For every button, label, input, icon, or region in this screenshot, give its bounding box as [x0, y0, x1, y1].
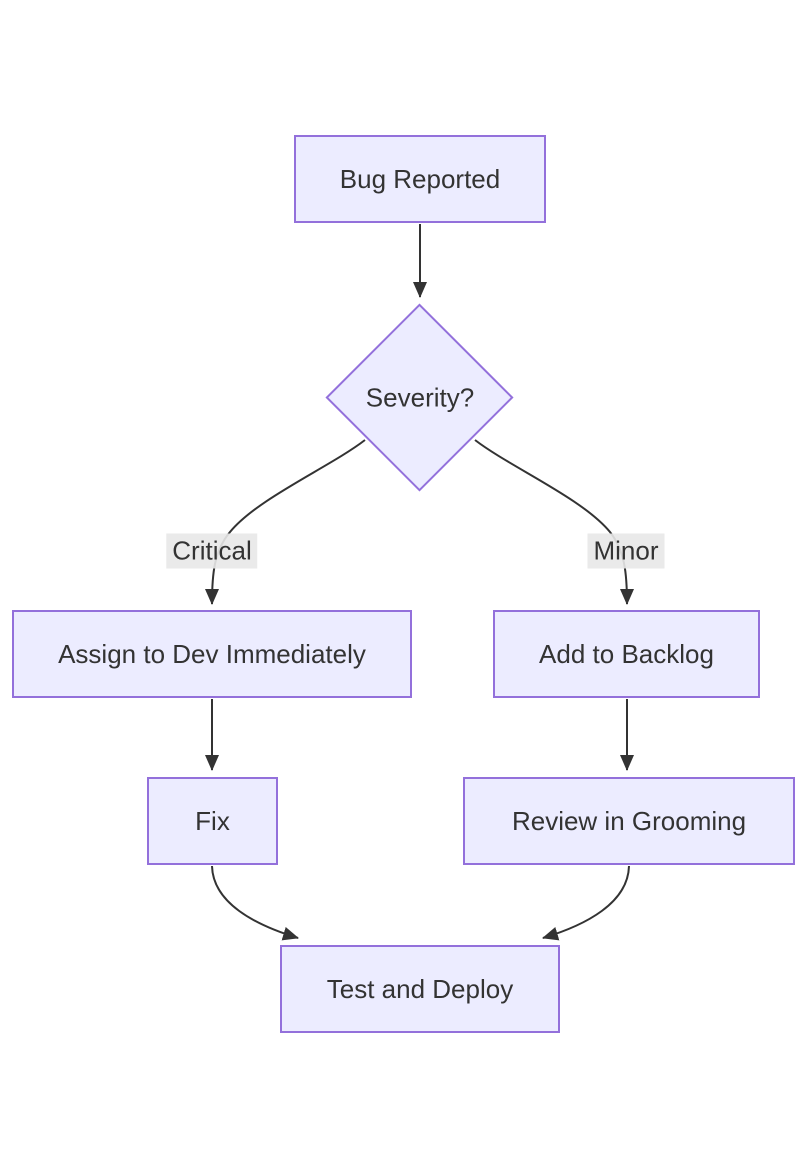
- edge-label-critical: Critical: [166, 533, 258, 569]
- node-test-and-deploy-label: Test and Deploy: [326, 973, 514, 1004]
- node-add-to-backlog-label: Add to Backlog: [539, 638, 714, 669]
- node-review-in-grooming: Review in Grooming: [463, 777, 795, 865]
- edge-severity-to-assign: [205, 439, 366, 605]
- node-fix: Fix: [147, 777, 278, 865]
- edge-review-to-test: [542, 865, 630, 941]
- node-assign-to-dev-label: Assign to Dev Immediately: [58, 638, 366, 669]
- edge-label-minor: Minor: [587, 533, 665, 569]
- node-assign-to-dev: Assign to Dev Immediately: [12, 610, 412, 698]
- node-add-to-backlog: Add to Backlog: [493, 610, 760, 698]
- node-review-in-grooming-label: Review in Grooming: [511, 805, 747, 836]
- node-severity-label: Severity?: [365, 382, 475, 413]
- edge-severity-to-backlog: [474, 439, 634, 605]
- node-bug-reported-label: Bug Reported: [339, 163, 501, 194]
- node-bug-reported: Bug Reported: [294, 135, 546, 223]
- node-test-and-deploy: Test and Deploy: [280, 945, 560, 1033]
- node-fix-label: Fix: [195, 805, 230, 836]
- edge-fix-to-test: [211, 865, 299, 941]
